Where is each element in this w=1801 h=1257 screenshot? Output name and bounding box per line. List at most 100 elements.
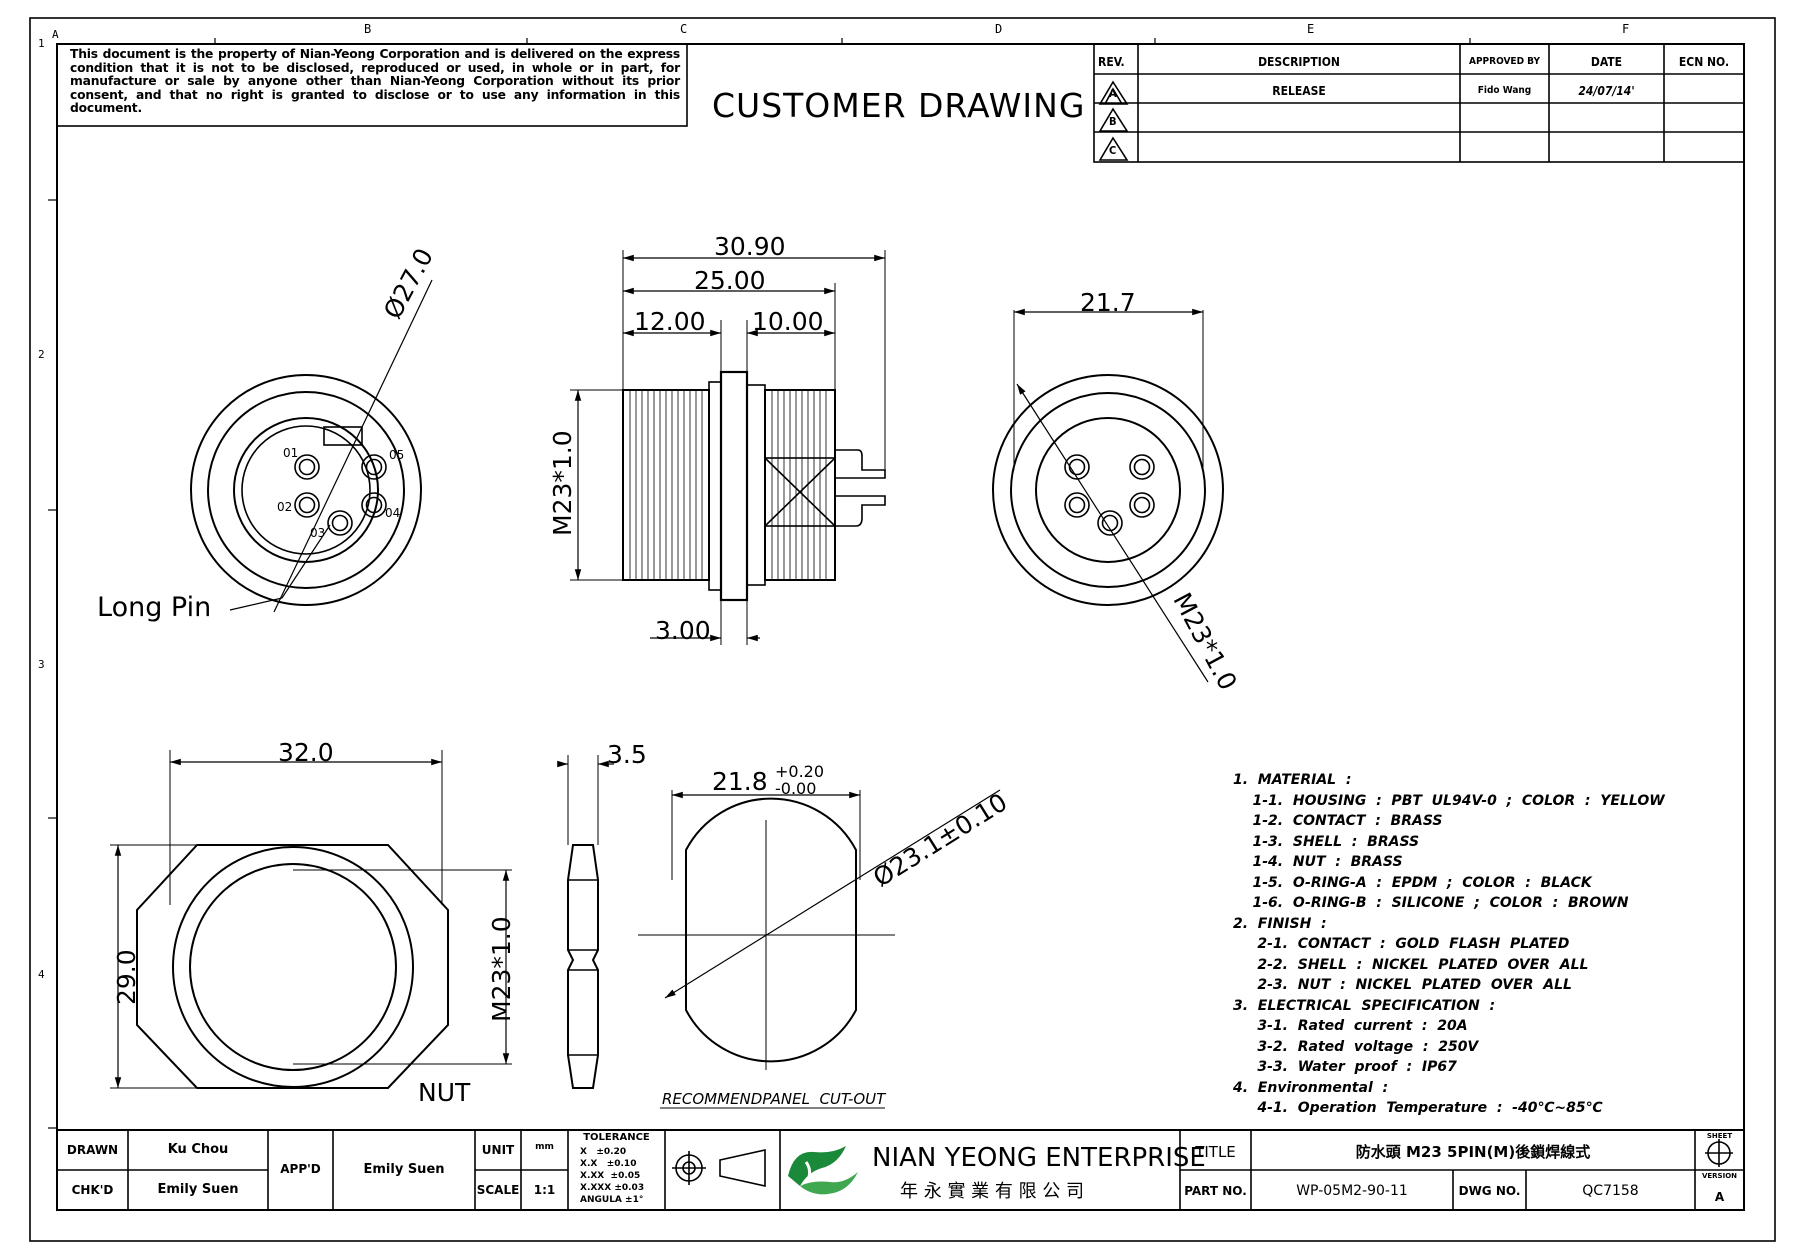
dim-10-00: 10.00 xyxy=(752,307,824,336)
company-name: NIAN YEONG ENTERPRISE xyxy=(872,1143,1206,1173)
unit-label: UNIT xyxy=(481,1143,515,1157)
zone-number-4: 4 xyxy=(38,968,45,981)
dim-25-00: 25.00 xyxy=(694,266,766,295)
tol-value: ±0.10 xyxy=(606,1159,637,1169)
pin-label-05: 05 xyxy=(389,448,405,462)
tolerance-table: X ±0.20 X.X ±0.10 X.XX ±0.05 X.XXX ±0.03… xyxy=(580,1146,644,1206)
rev-a-approved: Fido Wang xyxy=(1477,85,1532,96)
notice-box xyxy=(56,43,688,127)
dim-29-0: 29.0 xyxy=(112,949,141,1005)
dim-3-00: 3.00 xyxy=(655,616,711,645)
pin-label-04: 04 xyxy=(385,506,401,520)
cut-tolerance-lower: -0.00 xyxy=(775,779,817,798)
tol-key: X.XX xyxy=(580,1171,605,1181)
dim-3-5: 3.5 xyxy=(607,740,647,769)
dwg-no-label: DWG NO. xyxy=(1458,1184,1521,1198)
note-line: 1-4. NUT : BRASS xyxy=(1233,854,1403,870)
checked-label: CHK'D xyxy=(71,1183,114,1197)
pin-label-02: 02 xyxy=(277,500,293,514)
tol-value: ±1° xyxy=(625,1195,644,1205)
outer-border xyxy=(29,17,1776,1242)
note-line: 3-2. Rated voltage : 250V xyxy=(1233,1038,1479,1055)
nut-side-view xyxy=(557,755,614,1089)
tol-key: X.X xyxy=(580,1159,598,1169)
zone-letter-b: B xyxy=(364,22,372,36)
dim-21-8: 21.8 xyxy=(712,767,768,796)
note-line: 2-2. SHELL : NICKEL PLATED OVER ALL xyxy=(1233,956,1589,973)
note-line: 1-6. O-RING-B : SILICONE ; COLOR : BROWN xyxy=(1233,895,1629,911)
description-header: DESCRIPTION xyxy=(1258,55,1340,69)
rev-c-label: C xyxy=(1109,144,1117,157)
drawing-title: CUSTOMER DRAWING xyxy=(712,86,1086,125)
nut-thread-label: M23*1.0 xyxy=(487,916,516,1022)
zone-number-2: 2 xyxy=(38,348,45,361)
note-line: 3-1. Rated current : 20A xyxy=(1233,1018,1468,1034)
note-line: 1-2. CONTACT : BRASS xyxy=(1233,813,1443,829)
zone-letter-a: A xyxy=(52,28,59,41)
note-line: 2-3. NUT : NICKEL PLATED OVER ALL xyxy=(1233,977,1572,993)
zone-letter-c: C xyxy=(680,22,688,36)
title-label: TITLE xyxy=(1195,1143,1236,1161)
ecn-header: ECN NO. xyxy=(1678,55,1730,69)
date-header: DATE xyxy=(1590,55,1623,69)
note-line: 1. MATERIAL : xyxy=(1233,772,1352,788)
note-line: 1-3. SHELL : BRASS xyxy=(1233,833,1420,850)
note-line: 1-5. O-RING-A : EPDM ; COLOR : BLACK xyxy=(1233,874,1592,891)
revision-table-grid xyxy=(1093,43,1745,163)
version-value: A xyxy=(1714,1190,1725,1204)
part-no-value: WP-05M2-90-11 xyxy=(1296,1183,1408,1199)
rev-a-description: RELEASE xyxy=(1272,84,1326,98)
side-thread-label: M23*1.0 xyxy=(548,430,577,536)
zone-ticks xyxy=(48,38,1471,1129)
side-view xyxy=(570,250,886,645)
note-line: 1-1. HOUSING : PBT UL94V-0 ; COLOR : YEL… xyxy=(1233,792,1665,809)
note-line: 3. ELECTRICAL SPECIFICATION : xyxy=(1233,997,1496,1014)
tolerance-title: TOLERANCE xyxy=(583,1132,650,1143)
nut-view xyxy=(110,750,512,1089)
pin-label-01: 01 xyxy=(283,446,299,460)
company-name-chinese: 年 永 實 業 有 限 公 司 xyxy=(900,1181,1085,1202)
rev-header: REV. xyxy=(1098,55,1125,69)
rev-a-date: 24/07/14' xyxy=(1578,84,1635,98)
approved-label: APP'D xyxy=(280,1162,321,1176)
note-line: 4-1. Operation Temperature : -40℃~85℃ xyxy=(1233,1100,1603,1116)
zone-number-1: 1 xyxy=(38,37,45,50)
rear-view xyxy=(992,308,1224,683)
checked-value: Emily Suen xyxy=(157,1182,239,1197)
rev-b-label: B xyxy=(1109,115,1117,128)
part-no-label: PART NO. xyxy=(1184,1184,1247,1198)
dim-21-7: 21.7 xyxy=(1080,288,1136,317)
rev-a-label: A xyxy=(1109,87,1117,100)
tol-key: X.XXX xyxy=(580,1183,612,1193)
nut-label: NUT xyxy=(418,1078,471,1107)
dim-30-90: 30.90 xyxy=(714,232,786,261)
approved-header: APPROVED BY xyxy=(1469,56,1540,67)
note-line: 4. Environmental : xyxy=(1233,1079,1389,1096)
drawn-label: DRAWN xyxy=(66,1143,119,1157)
zone-letter-d: D xyxy=(995,22,1003,36)
tol-value: ±0.20 xyxy=(596,1147,627,1157)
specification-notes: 1. MATERIAL : 1-1. HOUSING : PBT UL94V-0… xyxy=(1233,770,1665,1119)
unit-value: mm xyxy=(535,1142,554,1152)
note-line: 3-3. Water proof : IP67 xyxy=(1233,1059,1457,1075)
cut-tolerance-upper: +0.20 xyxy=(775,762,825,781)
note-line: 2. FINISH : xyxy=(1233,915,1327,932)
approved-value: Emily Suen xyxy=(363,1162,445,1177)
tol-key: X xyxy=(580,1147,587,1157)
drawn-value: Ku Chou xyxy=(167,1142,229,1157)
dim-12-00: 12.00 xyxy=(634,307,706,336)
tol-key: ANGULA xyxy=(580,1195,622,1205)
front-view xyxy=(190,279,433,613)
confidentiality-notice: This document is the property of Nian-Ye… xyxy=(70,47,680,115)
tol-value: ±0.05 xyxy=(610,1171,641,1181)
dim-32-0: 32.0 xyxy=(278,738,334,767)
dwg-no-value: QC7158 xyxy=(1582,1183,1639,1199)
zone-number-3: 3 xyxy=(38,658,45,671)
zone-letter-f: F xyxy=(1622,22,1630,36)
panel-cutout-label: RECOMMENDPANEL CUT-OUT xyxy=(662,1090,886,1108)
tol-value: ±0.03 xyxy=(614,1183,645,1193)
scale-value: 1:1 xyxy=(533,1183,556,1197)
pin-label-03: 03 xyxy=(310,526,326,540)
company-logo xyxy=(788,1146,858,1195)
